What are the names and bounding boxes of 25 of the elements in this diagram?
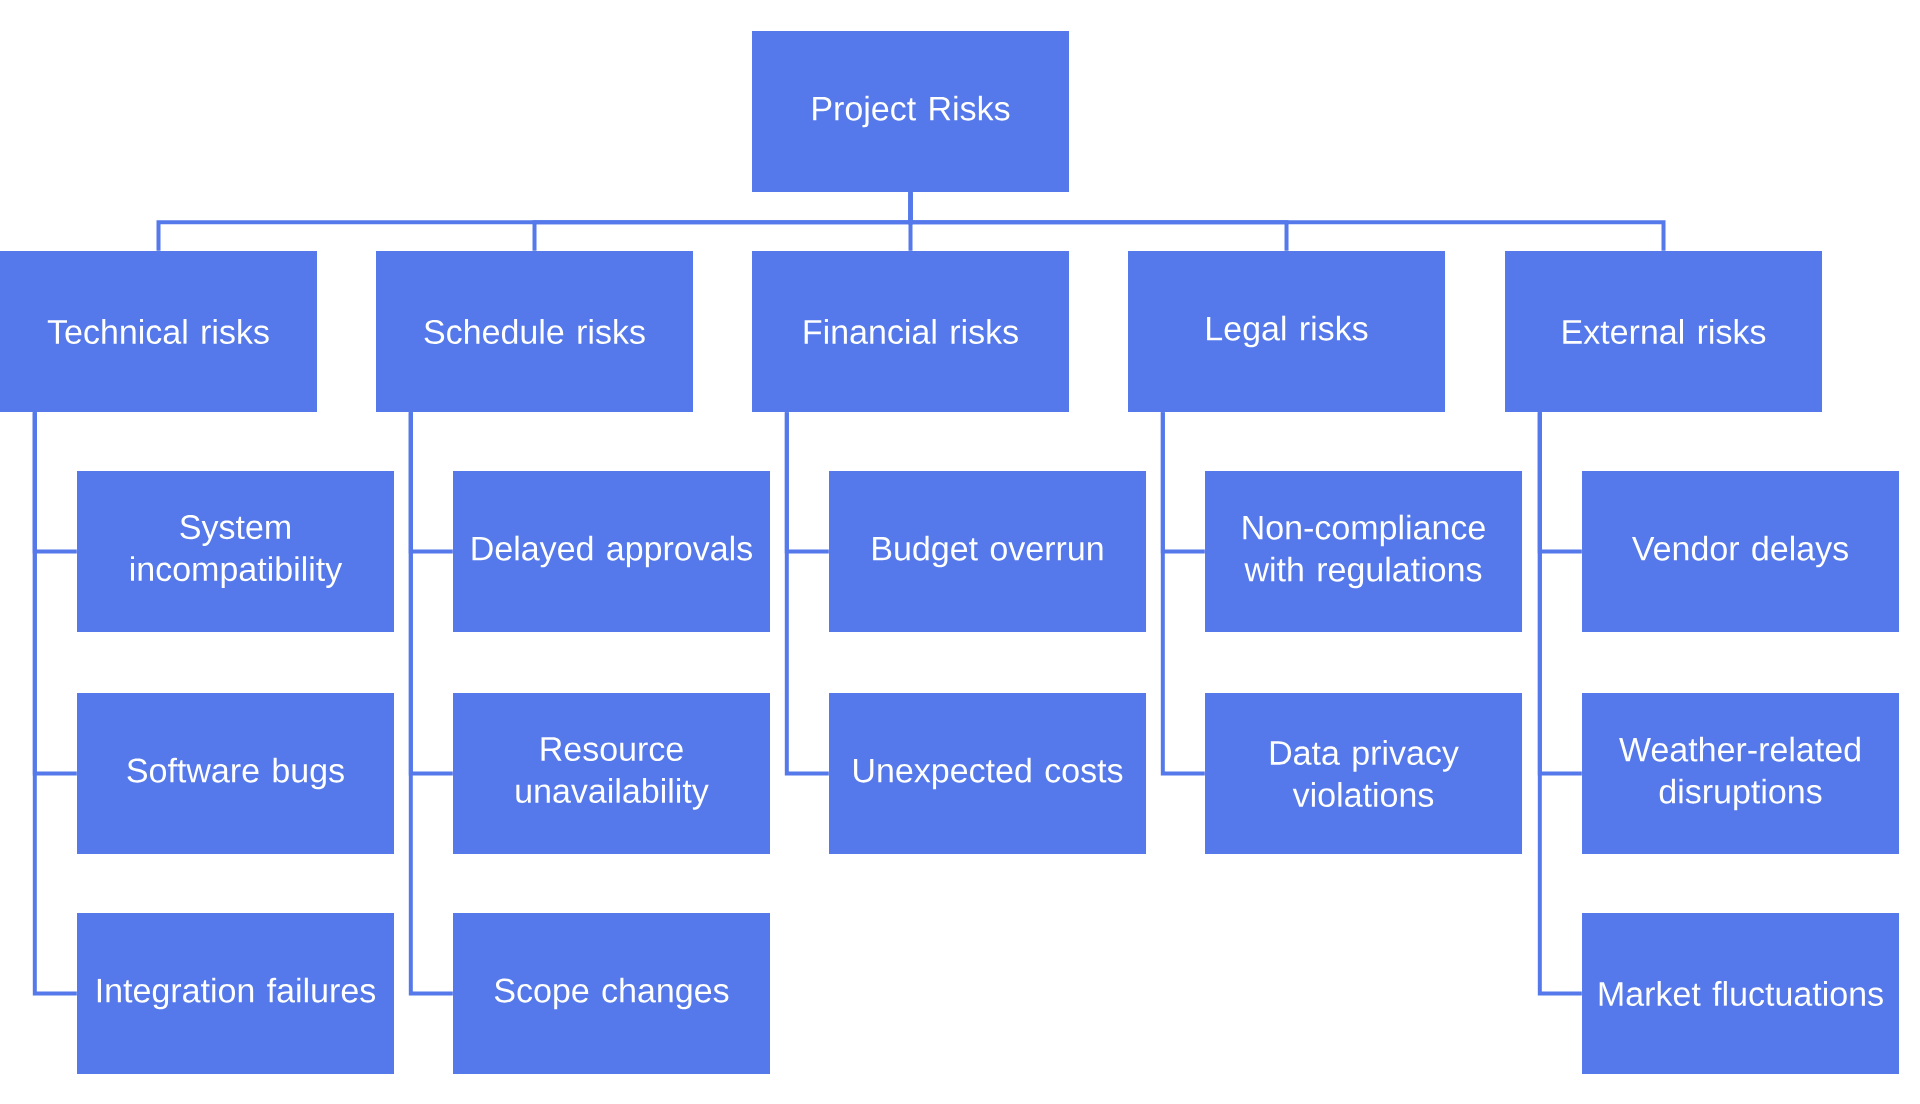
risk-box: Delayed approvals — [453, 471, 770, 632]
connector-line — [1537, 412, 1582, 996]
risk-box: Weather-related disruptions — [1582, 693, 1899, 854]
risk-box: System incompatibility — [77, 471, 394, 632]
risk-box: Data privacy violations — [1205, 693, 1522, 854]
category-box: Financial risks — [752, 251, 1069, 412]
risk-box: Non-compliance with regulations — [1205, 471, 1522, 632]
risk-box: Scope changes — [453, 913, 770, 1074]
risk-box: Software bugs — [77, 693, 394, 854]
connector-line — [32, 412, 77, 996]
risk-box: Market fluctuations — [1582, 913, 1899, 1074]
risk-box: Vendor delays — [1582, 471, 1899, 632]
category-box: Schedule risks — [376, 251, 693, 412]
risk-box: Resource unavailability — [453, 693, 770, 854]
connector-line — [1160, 412, 1205, 776]
category-box: Legal risks — [1128, 251, 1445, 412]
root-box: Project Risks — [752, 31, 1069, 192]
category-box: Technical risks — [0, 251, 317, 412]
category-box: External risks — [1505, 251, 1822, 412]
connector-line — [784, 412, 829, 776]
connector-line — [908, 192, 1666, 251]
connector-line — [408, 412, 453, 996]
risk-box: Integration failures — [77, 913, 394, 1074]
risk-box: Budget overrun — [829, 471, 1146, 632]
risk-box: Unexpected costs — [829, 693, 1146, 854]
